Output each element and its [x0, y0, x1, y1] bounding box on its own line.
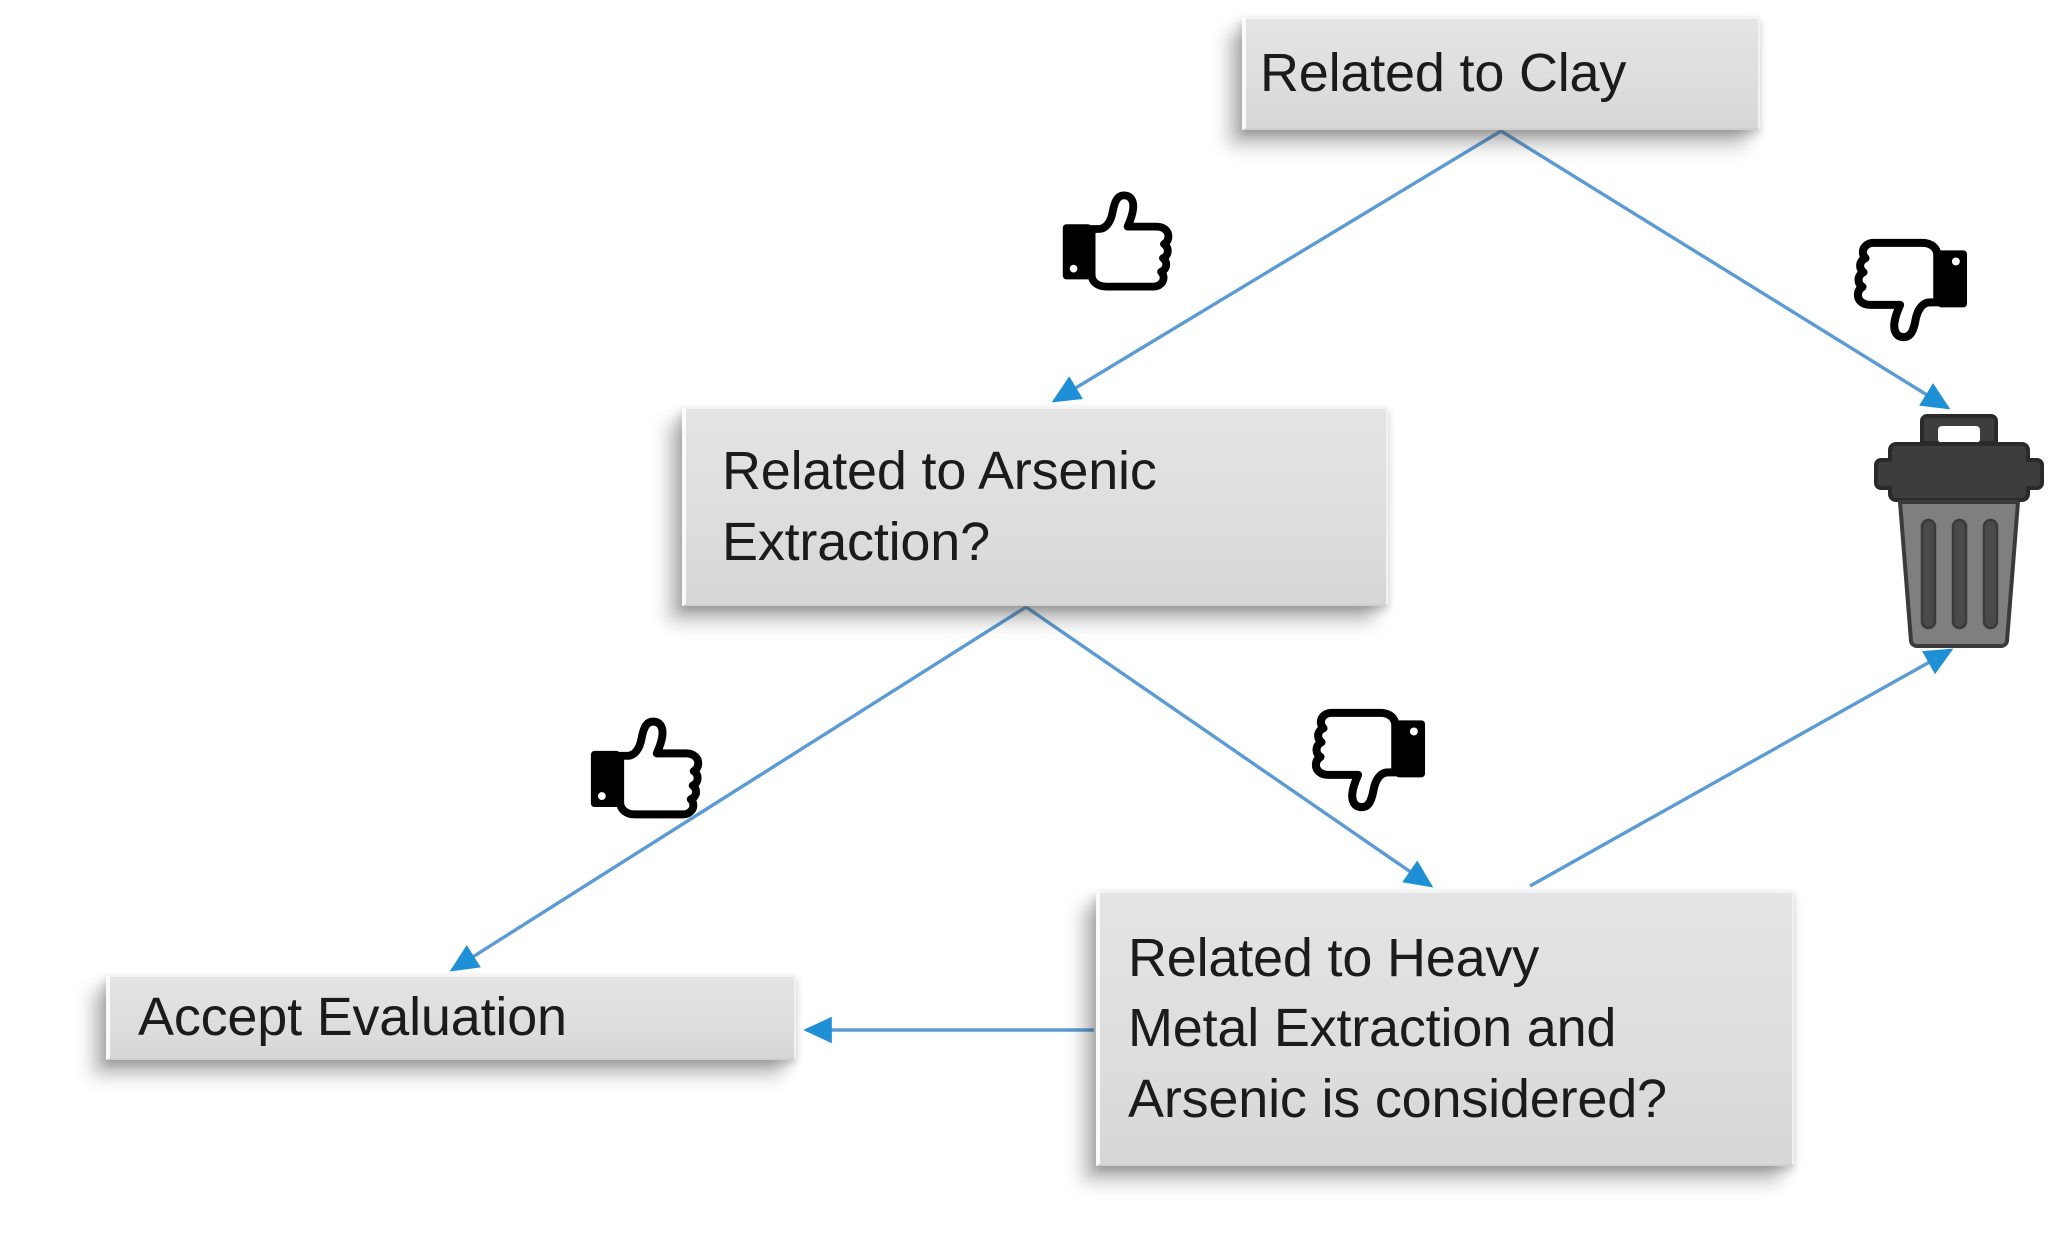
- node-accept-evaluation[interactable]: Accept Evaluation: [106, 974, 796, 1060]
- trash-can-icon[interactable]: [1874, 408, 2044, 650]
- thumbs-down-icon: [1306, 694, 1430, 826]
- thumbs-up-icon: [586, 706, 708, 830]
- node-label: Accept Evaluation: [138, 987, 567, 1048]
- edge-heavy-to-trash: [1529, 648, 1954, 888]
- node-label: Related to Heavy Metal Extraction and Ar…: [1128, 928, 1667, 1129]
- node-related-to-heavy-metal-extraction[interactable]: Related to Heavy Metal Extraction and Ar…: [1096, 890, 1794, 1166]
- node-related-to-arsenic-extraction[interactable]: Related to Arsenic Extraction?: [682, 406, 1388, 606]
- node-related-to-clay[interactable]: Related to Clay: [1242, 16, 1760, 130]
- thumbs-up-icon: [1058, 180, 1178, 302]
- edge-arsenic-to-accept: [449, 605, 1027, 972]
- node-label: Related to Clay: [1260, 43, 1627, 104]
- node-label: Related to Arsenic Extraction?: [722, 441, 1157, 572]
- thumbs-down-icon: [1848, 228, 1972, 352]
